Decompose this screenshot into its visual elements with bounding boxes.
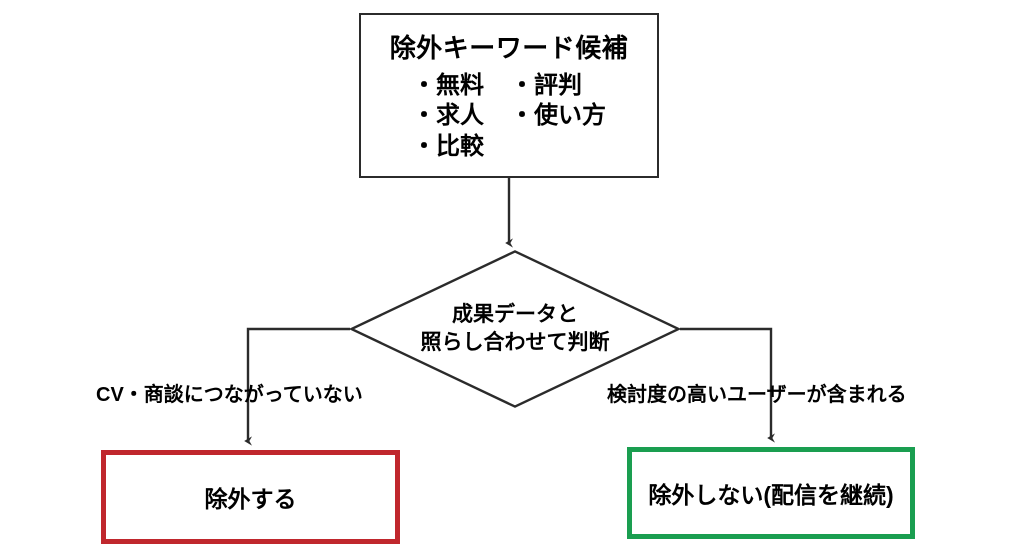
branch-label-high-intent: 検討度の高いユーザーが含まれる — [607, 384, 907, 406]
outcome-keep-label: 除外しない(配信を継続) — [648, 482, 894, 508]
keyword-column-right: ・評判 ・使い方 — [510, 71, 606, 132]
keyword-item: ・求人 — [412, 102, 484, 130]
outcome-exclude-label: 除外する — [204, 486, 297, 512]
branch-label-no-conversion: CV・商談につながっていない — [96, 384, 363, 406]
outcome-keep-box: 除外しない(配信を継続) — [627, 447, 915, 539]
diamond-shape — [350, 250, 680, 408]
keyword-item: ・比較 — [412, 133, 484, 161]
keyword-item: ・使い方 — [510, 102, 606, 130]
outcome-exclude-box: 除外する — [101, 450, 400, 544]
keyword-item: ・無料 — [412, 71, 484, 99]
keyword-item: ・評判 — [510, 71, 582, 99]
keyword-columns: ・無料 ・求人 ・比較 ・評判 ・使い方 — [412, 71, 606, 163]
candidates-title: 除外キーワード候補 — [389, 33, 629, 64]
exclusion-keyword-candidates-box: 除外キーワード候補 ・無料 ・求人 ・比較 ・評判 ・使い方 — [359, 13, 659, 178]
keyword-column-left: ・無料 ・求人 ・比較 — [412, 71, 484, 163]
